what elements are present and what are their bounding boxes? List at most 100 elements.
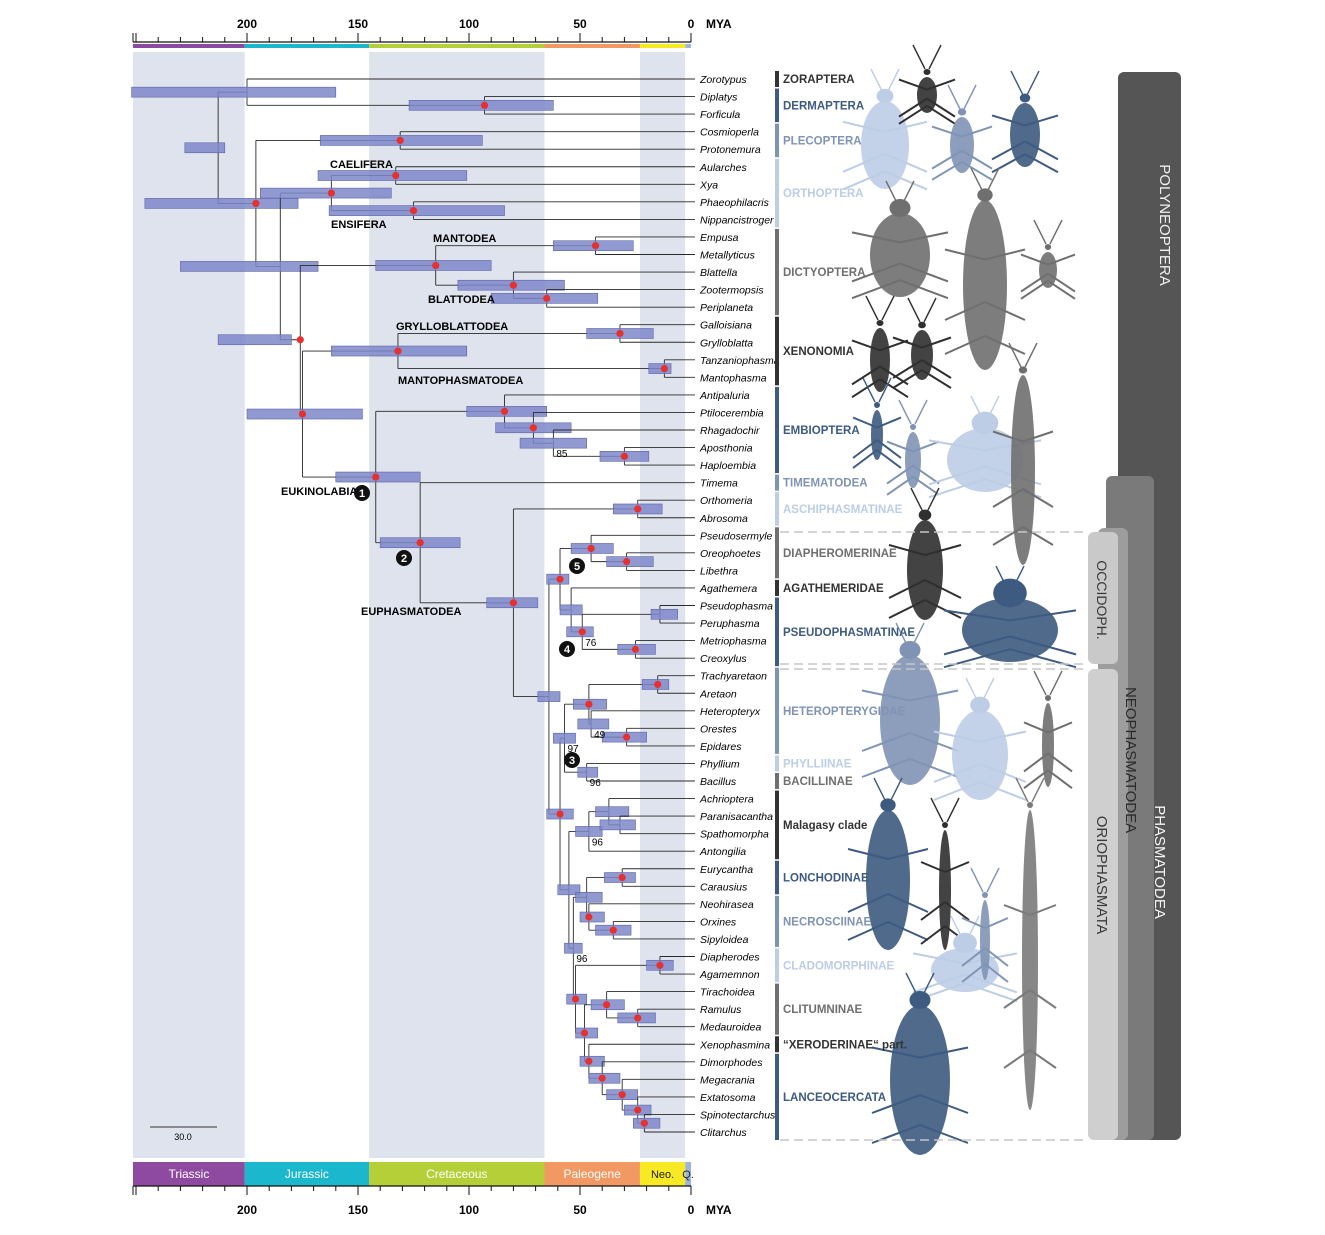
silhouette-head (910, 424, 916, 430)
node-age-interval (184, 142, 226, 154)
taxon-label: Ramulus (700, 1004, 742, 1016)
calibration-dot (392, 171, 400, 180)
group-name-dictyoptera: DICTYOPTERA (783, 267, 865, 279)
silhouette-leg (928, 465, 986, 486)
silhouette-leg (1023, 769, 1049, 790)
silhouette-antenna (907, 297, 921, 323)
taxon-label: Clitarchus (700, 1127, 747, 1139)
node-age-interval (180, 261, 319, 272)
silhouette-leg (1003, 1049, 1031, 1069)
silhouette-leg (847, 848, 889, 860)
period-name: Q. (682, 1169, 694, 1181)
calibration-dot (585, 1057, 593, 1065)
silhouette-head (942, 822, 948, 828)
group-name-bacillinae: BACILLINAE (783, 776, 853, 788)
silhouette-antenna (1024, 342, 1038, 368)
silhouette-head (977, 188, 993, 202)
node-age-interval (217, 334, 292, 346)
calibration-dot (556, 575, 564, 583)
calibration-dot (656, 961, 664, 969)
calibration-dot (634, 1014, 642, 1022)
silhouette-head (1044, 244, 1052, 250)
silhouette-antenna (946, 797, 960, 823)
axis-tick-label: 200 (237, 1203, 257, 1217)
axis-tick-label: 100 (459, 17, 479, 31)
silhouette-antenna (995, 565, 1009, 591)
taxon-label: Agathemera (699, 583, 757, 595)
group-bar-agathemeridae (775, 579, 779, 596)
period-band-triassic (133, 52, 245, 1158)
calibration-dot (372, 473, 380, 481)
group-name-zoraptera: ZORAPTERA (783, 74, 855, 86)
calibration-dot (631, 645, 640, 653)
silhouette-leg (899, 231, 949, 244)
node-age-interval (575, 826, 603, 837)
silhouette-antenna (911, 622, 925, 648)
period-name: Cretaceous (426, 1167, 487, 1181)
silhouette-leg (943, 635, 1011, 656)
silhouette-leg (876, 449, 902, 469)
silhouette-leg (944, 335, 986, 355)
clade-label-mantophasmatodea: MANTOPHASMATODEA (398, 375, 523, 387)
taxon-label: Cosmioperla (700, 127, 759, 139)
calibration-dot (654, 680, 662, 689)
bracket-label-top: POLYNEOPTERA (1156, 164, 1173, 285)
clade-label-euphasmatodea: EUPHASMATODEA (361, 606, 461, 618)
silhouette-leg (899, 262, 949, 283)
silhouette-antenna (870, 68, 884, 94)
silhouette-antenna (947, 84, 961, 110)
period-band-paleogene (544, 52, 640, 1158)
silhouette-leg (921, 359, 952, 379)
silhouette-leg (892, 336, 923, 349)
insect-silhouette-cockroach (851, 180, 949, 300)
insect-silhouette-extatosoma (871, 972, 969, 1155)
period-band-neo (639, 52, 686, 1158)
silhouette-leg (992, 430, 1024, 443)
silhouette-leg (919, 1094, 969, 1114)
group-name-aschiphasmatinae: ASCHIPHASMATINAE (783, 504, 903, 516)
calibration-dot (603, 1001, 611, 1009)
taxon-label: Zorotypus (699, 74, 747, 86)
calibration-node-number: 2 (401, 553, 407, 565)
silhouette-antenna (1049, 670, 1063, 696)
taxon-label: Orthomeria (700, 495, 753, 507)
silhouette-leg (926, 97, 956, 118)
calibration-node-marker (569, 558, 585, 574)
silhouette-leg (884, 120, 928, 133)
taxon-label: Xenophasmina (699, 1039, 770, 1051)
axis-period-strip (369, 44, 545, 48)
calibration-node-marker (564, 752, 580, 768)
group-bar-pseudophasmatinae (775, 597, 779, 667)
bootstrap-support: 96 (576, 954, 588, 965)
axis-tick-label: 100 (459, 1203, 479, 1217)
silhouette-leg (888, 579, 926, 599)
group-name-orthoptera: ORTHOPTERA (783, 188, 864, 200)
calibration-dot (623, 733, 631, 741)
taxon-label: Libethra (700, 565, 738, 577)
node-age-interval (650, 608, 678, 620)
silhouette-leg (1047, 769, 1073, 790)
silhouette-body (917, 77, 937, 113)
silhouette-antenna (886, 68, 900, 94)
axis-tick-label: 50 (573, 17, 587, 31)
silhouette-leg (898, 78, 928, 91)
group-name-heteropterygidae: HETEROPTERYGIDAE (783, 706, 906, 718)
silhouette-antenna (1031, 777, 1045, 803)
silhouette-antenna (966, 915, 980, 941)
calibration-dot (623, 558, 631, 566)
silhouette-antenna (1049, 219, 1063, 245)
silhouette-leg (1020, 279, 1049, 300)
silhouette-body (1022, 810, 1038, 1110)
axis-period-strip (544, 44, 640, 48)
calibration-dot (409, 207, 418, 215)
node-age-interval (599, 819, 636, 831)
silhouette-leg (964, 973, 1018, 994)
calibration-dot (327, 189, 335, 197)
node-age-interval (564, 942, 583, 954)
taxon-label: Orxines (700, 916, 737, 928)
taxon-label: Grylloblatta (700, 337, 753, 349)
silhouette-leg (984, 335, 1026, 355)
axis-tick-label: 200 (237, 17, 257, 31)
silhouette-leg (1023, 721, 1049, 734)
silhouette-leg (1029, 904, 1057, 916)
